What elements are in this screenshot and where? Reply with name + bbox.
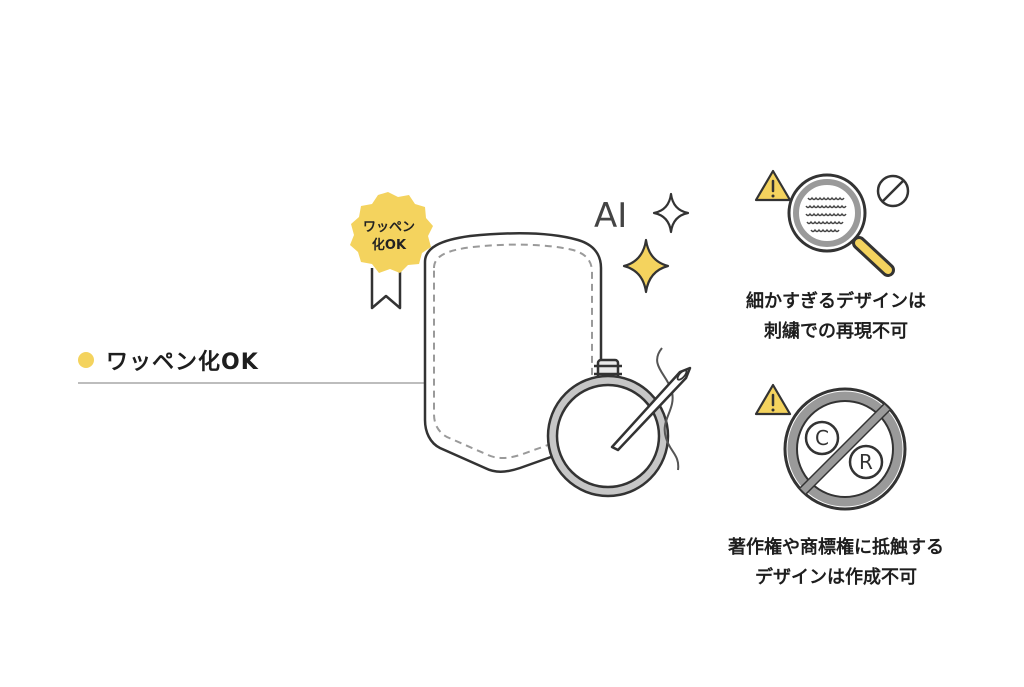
badge-text: ワッペン 化OK xyxy=(343,219,435,255)
registered-symbol: R xyxy=(848,444,884,480)
ai-label: AI xyxy=(594,196,628,236)
badge-line-1: ワッペン xyxy=(362,220,415,235)
caption-line: 刺繍での再現不可 xyxy=(764,321,908,342)
warning-icon xyxy=(754,169,792,202)
badge-line-2: 化OK xyxy=(371,238,407,253)
thread-icon xyxy=(656,347,680,471)
ok-label-text: ワッペン化OK xyxy=(106,350,259,375)
embroidery-hoop-icon xyxy=(546,358,670,498)
caption-line: 細かすぎるデザインは xyxy=(746,291,926,312)
caption-line: デザインは作成不可 xyxy=(755,567,917,588)
registered-letter: R xyxy=(859,450,873,474)
ok-label: ワッペン化OK xyxy=(78,344,259,376)
bullet-dot xyxy=(78,352,94,368)
sparkle-yellow-icon xyxy=(622,238,670,294)
caption-line: 著作権や商標権に抵触する xyxy=(728,537,944,558)
magnifier-icon xyxy=(787,173,895,277)
warning-caption-copyright: 著作権や商標権に抵触する デザインは作成不可 xyxy=(690,533,982,593)
prohibited-copyright-icon xyxy=(783,387,907,511)
sparkle-outline-icon xyxy=(652,192,690,234)
warning-caption-detail: 細かすぎるデザインは 刺繍での再現不可 xyxy=(706,287,966,347)
needle-icon xyxy=(610,366,692,452)
warning-icon xyxy=(754,383,792,416)
prohibited-small-icon xyxy=(876,174,910,208)
copyright-symbol: C xyxy=(804,420,840,456)
ok-badge-icon xyxy=(350,192,433,310)
copyright-letter: C xyxy=(815,426,829,450)
